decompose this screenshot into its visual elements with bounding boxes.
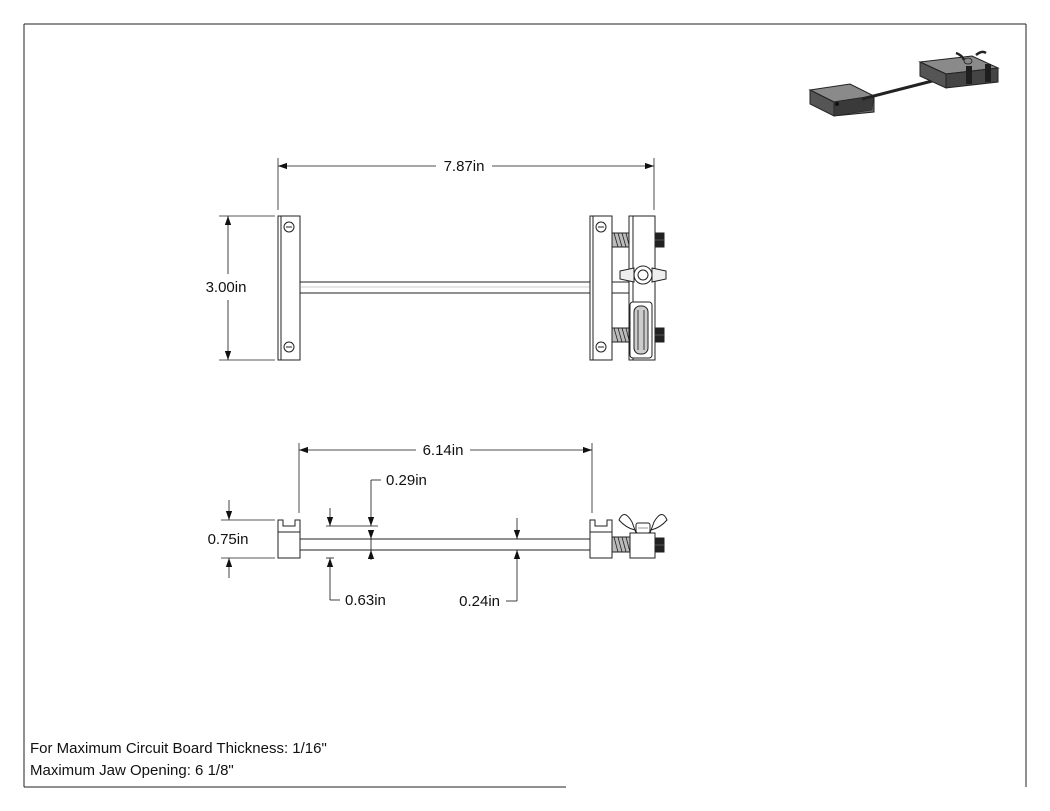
dim-rod-diameter: 0.24in xyxy=(459,518,521,610)
dim-label-overall-length: 7.87in xyxy=(444,158,485,175)
left-bar xyxy=(277,215,301,361)
dim-label-groove-offset: 0.29in xyxy=(386,472,427,489)
dim-label-thickness: 0.75in xyxy=(208,531,249,548)
dim-rod-position: 0.63in xyxy=(326,557,386,609)
right-block xyxy=(589,519,613,559)
dim-label-jaw-span: 6.14in xyxy=(423,442,464,459)
dim-jaw-span: 6.14in xyxy=(298,442,593,513)
dim-label-rod-position: 0.63in xyxy=(345,592,386,609)
note-max-board-thickness: For Maximum Circuit Board Thickness: 1/1… xyxy=(30,740,327,757)
wing-nut xyxy=(618,514,668,534)
left-block xyxy=(277,519,301,559)
side-view xyxy=(277,514,668,559)
isometric-view xyxy=(808,50,1000,117)
dim-overall-height: 3.00in xyxy=(206,215,275,361)
right-bar xyxy=(589,215,613,361)
dim-thickness: 0.75in xyxy=(208,500,275,578)
side-jaw xyxy=(629,532,656,559)
dim-label-overall-height: 3.00in xyxy=(206,279,247,296)
dim-overall-length: 7.87in xyxy=(277,158,655,210)
dim-label-rod-diameter: 0.24in xyxy=(459,593,500,610)
dim-groove-offset: 0.29in xyxy=(326,472,427,560)
note-max-jaw-opening: Maximum Jaw Opening: 6 1/8" xyxy=(30,762,234,779)
sheet-border xyxy=(23,23,1027,788)
top-view xyxy=(277,215,667,361)
